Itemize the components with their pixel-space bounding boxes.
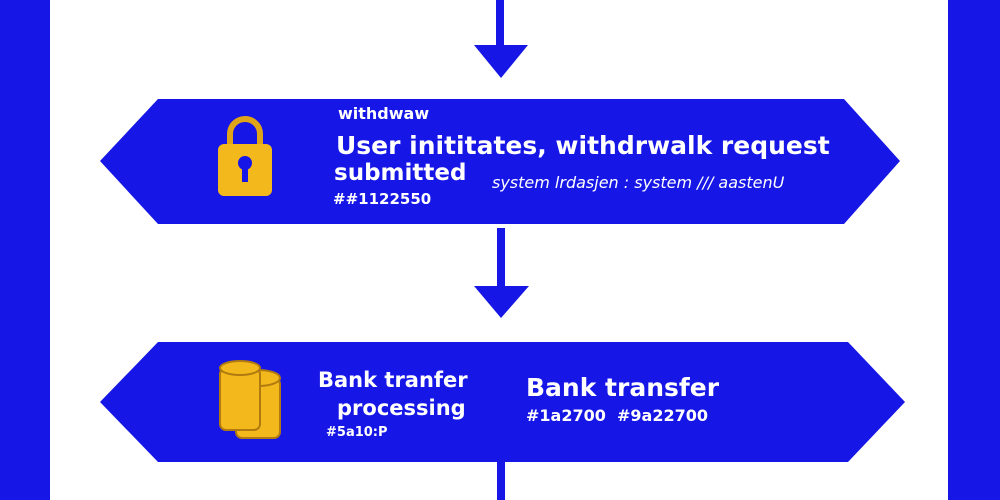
- step-2-title-line2: processing: [337, 396, 466, 420]
- coins-icon: [219, 360, 281, 439]
- step-2-right-codes: #1a2700 #9a22700: [526, 406, 709, 425]
- arrow-middle: [474, 228, 529, 318]
- arrow-bottom-line: [497, 462, 505, 500]
- step-2-title-line1: Bank tranfer: [318, 368, 468, 392]
- step-1-code: ##1122550: [333, 190, 432, 208]
- step-2-right-title: Bank transfer: [526, 373, 720, 402]
- step-1-title: User inititates, withdrwalk request: [336, 131, 830, 160]
- step-1-note: system lrdasjen : system /// aastenU: [492, 173, 785, 192]
- step-2-box: [100, 342, 905, 462]
- step-2-code: #5a10:P: [326, 425, 388, 440]
- step-1-box: [100, 99, 900, 224]
- step-1-subtitle: submitted: [334, 160, 467, 186]
- lock-icon: [218, 116, 272, 196]
- right-border-bar: [948, 0, 1000, 500]
- step-1-small-label: withdwaw: [338, 104, 430, 123]
- arrow-top: [474, 0, 528, 78]
- left-border-bar: [0, 0, 50, 500]
